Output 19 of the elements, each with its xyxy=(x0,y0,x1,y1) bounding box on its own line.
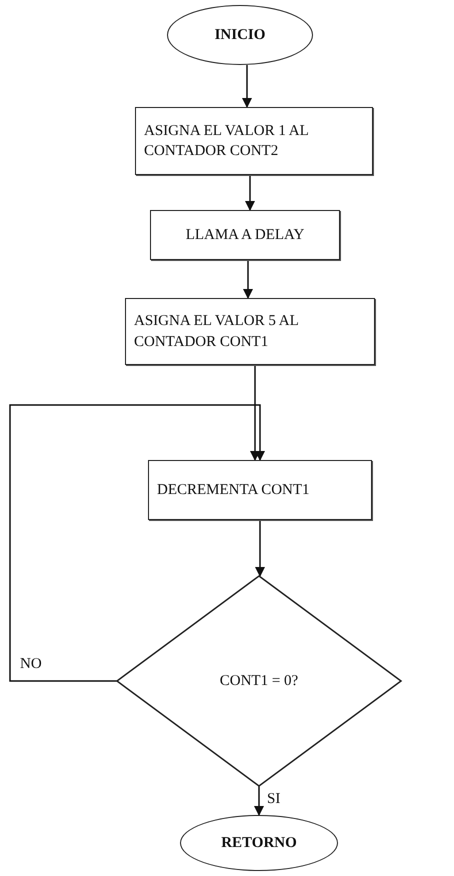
node-text: ASIGNA EL VALOR 1 AL CONTADOR CONT2 xyxy=(144,122,310,161)
arrow xyxy=(254,786,264,816)
arrow xyxy=(250,365,260,461)
process-box xyxy=(125,298,375,365)
node-text: RETORNO xyxy=(221,834,297,853)
node-text: DECREMENTA CONT1 xyxy=(157,480,310,500)
process-box xyxy=(148,460,372,520)
arrow xyxy=(245,175,255,211)
node-text: CONT1 = 0? xyxy=(220,672,298,691)
decision-diamond xyxy=(117,576,401,786)
arrow xyxy=(242,65,252,108)
node-text: ASIGNA EL VALOR 5 AL CONTADOR CONT1 xyxy=(134,312,300,352)
arrow xyxy=(243,260,253,299)
process-box xyxy=(135,107,373,175)
arrow xyxy=(255,520,265,577)
arrow xyxy=(9,404,265,682)
node-text: INICIO xyxy=(214,26,266,45)
process-box xyxy=(150,210,340,260)
node-text: LLAMA A DELAY xyxy=(186,226,304,245)
